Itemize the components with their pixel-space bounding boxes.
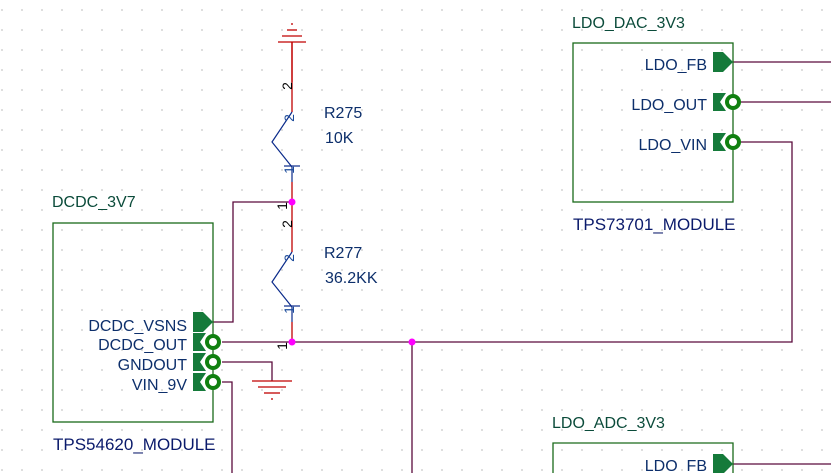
pin-label-ldo-dac-fb: LDO_FB xyxy=(645,57,707,74)
component-ldo-adc-3v3[interactable]: LDO_ADC_3V3 LDO_FB xyxy=(552,415,734,473)
wire-vsns[interactable] xyxy=(213,201,291,323)
port-ldo-dac-fb[interactable] xyxy=(713,52,733,72)
pin-label-vin-9v: VIN_9V xyxy=(132,377,187,394)
dcdc-body[interactable] xyxy=(52,222,214,423)
r277-pin-1-inner: 1 xyxy=(281,306,297,314)
ldo-dac-body[interactable] xyxy=(572,42,734,203)
pin-label-gndout: GNDOUT xyxy=(118,357,188,374)
resistor-r277[interactable]: 2 2 1 1 R277 36.2KK xyxy=(271,202,378,350)
r277-pin-1-outer: 1 xyxy=(274,342,290,350)
pin-label-ldo-adc-fb: LDO_FB xyxy=(645,458,707,473)
r277-value: 36.2KK xyxy=(325,270,378,287)
port-dcdc-vsns[interactable] xyxy=(193,312,213,332)
junctions xyxy=(288,198,416,346)
junction-rail-drop[interactable] xyxy=(408,338,416,346)
dcdc-refdes: DCDC_3V7 xyxy=(52,194,136,211)
r275-value: 10K xyxy=(325,130,354,147)
ldo-adc-body[interactable] xyxy=(552,442,734,473)
ground-symbol-gndout xyxy=(252,380,292,400)
r277-refdes: R277 xyxy=(324,245,362,262)
port-ldo-dac-out[interactable] xyxy=(713,93,741,111)
ldo-dac-refdes: LDO_DAC_3V3 xyxy=(572,15,685,32)
ldo-adc-refdes: LDO_ADC_3V3 xyxy=(552,415,665,432)
wires xyxy=(213,61,831,473)
wire-vin9v[interactable] xyxy=(222,381,233,473)
port-dcdc-out[interactable] xyxy=(193,333,221,351)
resistor-r275[interactable]: 2 2 1 1 R275 10K xyxy=(271,42,362,210)
pin-label-ldo-dac-out: LDO_OUT xyxy=(631,97,707,114)
port-ldo-adc-fb[interactable] xyxy=(713,454,733,473)
pin-label-dcdc-vsns: DCDC_VSNS xyxy=(88,318,187,335)
r275-refdes: R275 xyxy=(324,105,362,122)
component-dcdc-3v7[interactable]: DCDC_3V7 TPS54620_MODULE DCDC_VSNS DCDC_… xyxy=(52,194,221,454)
r275-pin-1-inner: 1 xyxy=(281,166,297,174)
ldo-dac-module-name: TPS73701_MODULE xyxy=(573,215,736,234)
pin-label-ldo-dac-vin: LDO_VIN xyxy=(639,137,707,154)
port-ldo-dac-vin[interactable] xyxy=(713,133,741,151)
junction-r275-r277[interactable] xyxy=(288,198,296,206)
wire-dcdc-out-rail[interactable] xyxy=(222,141,793,343)
r275-pin-2-inner: 2 xyxy=(281,114,297,122)
port-vin-9v[interactable] xyxy=(193,373,221,391)
dcdc-module-name: TPS54620_MODULE xyxy=(53,435,216,454)
r275-pin-2-outer: 2 xyxy=(279,82,295,90)
component-ldo-dac-3v3[interactable]: LDO_DAC_3V3 TPS73701_MODULE LDO_FB LDO_O… xyxy=(572,15,741,234)
port-gndout[interactable] xyxy=(193,353,221,371)
wire-gndout[interactable] xyxy=(222,361,273,381)
r277-pin-2-outer: 2 xyxy=(279,220,295,228)
r275-pin-1-outer: 1 xyxy=(274,202,290,210)
r277-pin-2-inner: 2 xyxy=(281,254,297,262)
junction-r277-rail[interactable] xyxy=(288,338,296,346)
pin-label-dcdc-out: DCDC_OUT xyxy=(98,337,187,354)
